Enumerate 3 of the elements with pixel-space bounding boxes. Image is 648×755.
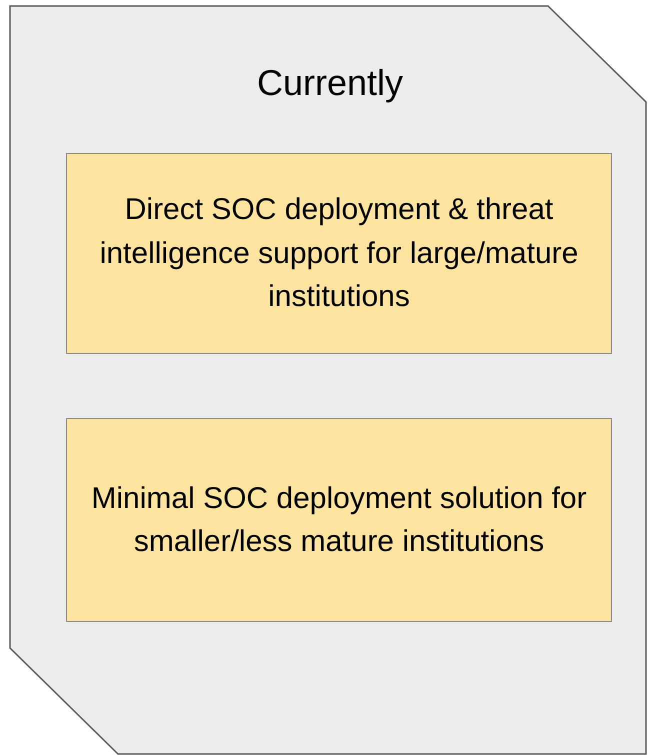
text-box: Minimal SOC deployment solution for smaller/less mature institutions <box>66 418 612 622</box>
panel-heading: Currently <box>256 61 404 105</box>
text-box: Direct SOC deployment & threat intelligence support for large/mature institutions <box>66 153 612 354</box>
